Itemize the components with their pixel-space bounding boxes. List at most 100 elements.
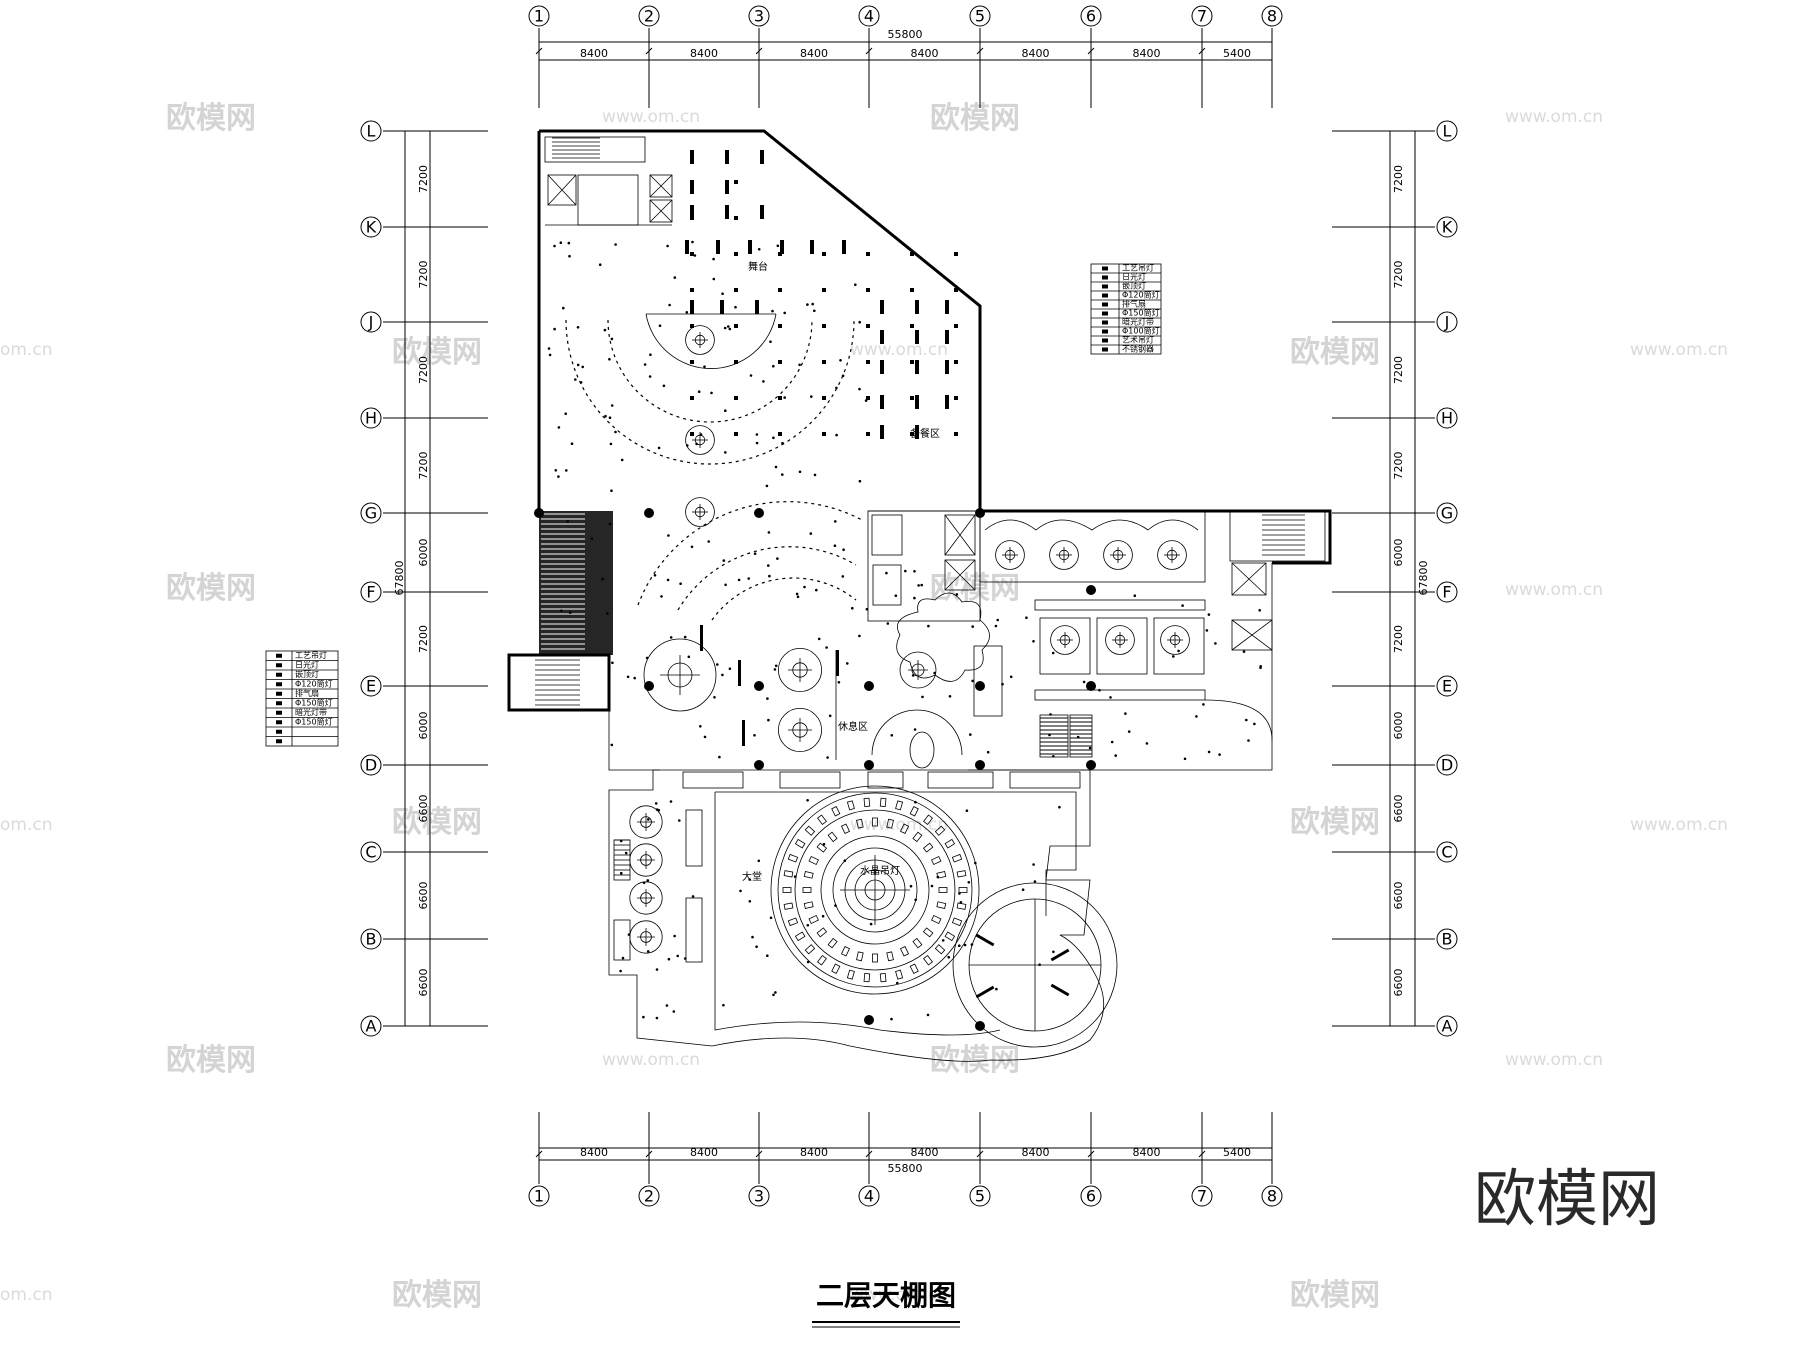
downlight xyxy=(1181,604,1184,607)
recessed-light xyxy=(910,288,914,292)
pendant-lamp-ring xyxy=(778,708,823,753)
pendant-lamp-ring xyxy=(995,540,1025,570)
dim-tick xyxy=(865,47,873,55)
fluorescent-tube xyxy=(725,205,729,219)
downlight xyxy=(864,399,868,402)
grid-label-row-left-B: B xyxy=(366,930,377,949)
light-strip xyxy=(836,650,839,676)
downlight xyxy=(839,359,842,362)
downlight xyxy=(911,674,915,677)
downlight xyxy=(757,859,761,863)
column-mark xyxy=(1086,760,1096,770)
grid-label-col-2: 2 xyxy=(644,1187,654,1206)
grid-bubble-row-right-C xyxy=(1436,841,1458,863)
seat xyxy=(956,902,967,910)
downlight xyxy=(667,534,670,537)
recessed-light xyxy=(734,288,738,292)
downlight xyxy=(619,839,623,843)
downlight xyxy=(683,635,687,639)
legend-label: 嵌顶灯 xyxy=(1122,281,1146,291)
downlight xyxy=(994,624,998,628)
recessed-light xyxy=(778,432,782,436)
downlight xyxy=(909,884,913,888)
downlight xyxy=(826,756,829,759)
downlight xyxy=(930,884,934,888)
curved-light-bar xyxy=(1050,983,1070,997)
dim-tick xyxy=(1087,1150,1095,1158)
downlight xyxy=(813,473,817,477)
dim-col-bottom: 5400 xyxy=(1223,1146,1251,1159)
grid-bubble-row-right-D xyxy=(1436,754,1458,776)
legend-label: Φ120筒灯 xyxy=(295,679,333,689)
fluorescent-tube xyxy=(945,360,949,374)
downlight xyxy=(798,363,801,367)
fluorescent-tube xyxy=(690,300,694,314)
grid-bubble-row-left-H xyxy=(360,407,382,429)
downlight xyxy=(679,582,682,585)
grid-label-row-right-E: E xyxy=(1442,677,1452,696)
downlight xyxy=(749,374,753,377)
room-label-prep: 备餐区 xyxy=(910,427,940,440)
downlight xyxy=(685,311,689,314)
downlight xyxy=(1172,655,1175,658)
seat xyxy=(831,805,841,817)
pendant-lamp-ring xyxy=(629,805,663,839)
downlight xyxy=(559,241,563,244)
downlight xyxy=(927,624,930,628)
downlight xyxy=(655,968,659,971)
grid-bubble-col-5 xyxy=(969,5,991,27)
legend-symbol-icon xyxy=(276,701,282,706)
downlight xyxy=(769,916,773,920)
recessed-light xyxy=(866,288,870,292)
downlight xyxy=(776,557,779,560)
downlight xyxy=(806,924,810,927)
legend-symbol-icon xyxy=(1102,338,1108,343)
pendant-lamp-ring xyxy=(685,325,715,355)
brand-watermark-large: 欧模网 xyxy=(1474,1162,1660,1235)
dim-tick xyxy=(976,47,984,55)
column-mark xyxy=(864,760,874,770)
downlight xyxy=(666,578,670,582)
fluorescent-tube xyxy=(880,300,884,314)
grid-label-row-right-J: J xyxy=(1444,313,1450,332)
downlight xyxy=(813,309,816,313)
legend-symbol-icon xyxy=(276,710,282,715)
fluorescent-tube xyxy=(720,300,724,314)
downlight xyxy=(865,607,869,611)
downlight xyxy=(1247,739,1250,742)
dim-col-top: 8400 xyxy=(911,47,939,60)
grid-label-row-right-A: A xyxy=(1442,1017,1453,1036)
grid-bubble-row-left-A xyxy=(360,1015,382,1037)
downlight xyxy=(914,898,917,902)
grid-bubble-row-right-A xyxy=(1436,1015,1458,1037)
legend-label: 工艺吊灯 xyxy=(1122,263,1154,273)
fluorescent-tube xyxy=(945,300,949,314)
downlight xyxy=(669,800,673,803)
dim-row-right: 7200 xyxy=(1392,261,1405,289)
downlight xyxy=(890,1017,893,1021)
downlight xyxy=(1124,712,1127,715)
grid-bubble-col-3 xyxy=(748,1185,770,1207)
downlight xyxy=(655,1016,659,1020)
downlight xyxy=(565,469,568,472)
downlight xyxy=(914,800,917,804)
fluorescent-tube xyxy=(690,180,694,194)
grid-bubble-row-left-L xyxy=(360,120,382,142)
downlight xyxy=(647,818,650,821)
downlight xyxy=(662,384,666,388)
downlight xyxy=(691,895,695,898)
recessed-light xyxy=(690,396,694,400)
grid-bubble-row-left-C xyxy=(360,841,382,863)
dim-row-left: 7200 xyxy=(417,452,430,480)
downlight xyxy=(728,667,732,670)
fluorescent-tube xyxy=(915,360,919,374)
downlight xyxy=(757,248,761,251)
watermark-url-text: www.om.cn xyxy=(602,107,700,127)
seat xyxy=(831,963,841,975)
seat xyxy=(863,797,871,808)
grid-bubble-col-6 xyxy=(1080,5,1102,27)
downlight xyxy=(894,594,898,597)
dim-tick xyxy=(755,1150,763,1158)
downlight xyxy=(699,433,703,436)
grid-label-col-4: 4 xyxy=(864,7,874,26)
